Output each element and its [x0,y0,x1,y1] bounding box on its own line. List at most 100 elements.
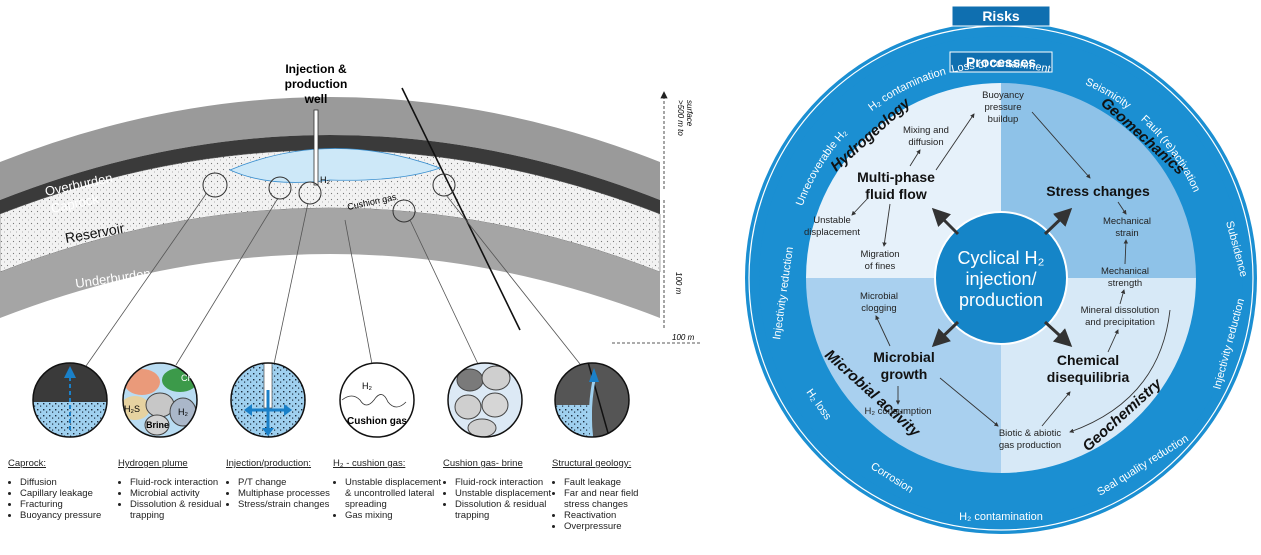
center-line1: Cyclical H₂ [958,248,1045,268]
arrow-chemical-mineral [1107,329,1119,353]
node-buoyancy-line1: Buoyancy [982,90,1024,101]
list-item: Unstable displacement & uncontrolled lat… [345,477,443,510]
processes-tab [949,51,1053,73]
scale-top-line2: surface [685,100,694,127]
risk-h2-contamination-bottom: H₂ contamination [959,511,1043,523]
column-heading: Cushion gas- brine [443,458,523,469]
node-mineral-line2: and precipitation [1085,317,1155,328]
arrow-to-stress [1043,207,1073,236]
node-h2-consumption: H₂ consumption [864,406,931,417]
cushion-brine-column: Cushion gas- brine Fluid-rock interactio… [443,458,553,521]
node-unstable-line1: Unstable [813,215,851,226]
list-item: Fluid-rock interaction [455,477,553,488]
underburden-layer [0,208,660,318]
arrow-buoyancy-stress [1031,111,1091,179]
arrow-biotic-chemical [1041,391,1071,427]
node-microbial-line1: Microbial [873,349,934,365]
scale-bar [612,91,700,344]
node-clogging-line1: Microbial [860,291,898,302]
node-chemical-line2: disequilibria [1047,369,1130,385]
node-biotic-line1: Biotic & abiotic [999,428,1062,439]
cushion-brine-detail-circle [447,362,523,438]
cushion-gas-circle-label: Cushion gas [347,416,407,427]
node-mech-strain-line2: strain [1115,228,1138,239]
fault-line [401,87,521,331]
node-buoyancy-line2: pressure [985,102,1022,113]
ch4-label: CH₄ [181,373,198,383]
connector-lines [85,193,581,367]
highlight-circles [202,172,456,223]
list-item: Diffusion [20,477,118,488]
arrow-multiphase-buoyancy [935,113,975,171]
column-heading: Injection/production: [226,458,312,469]
caprock-layer [0,135,660,214]
injection-well [313,109,319,186]
node-unstable-line2: displacement [804,227,860,238]
list-item: Multiphase processes [238,488,336,499]
node-clogging-line2: clogging [861,303,896,314]
overburden-layer [0,97,660,200]
list-item: Dissolution & residual trapping [455,499,553,521]
risks-processes-wheel: Risks Processes Unrecoverable H₂ H₂ cont… [745,5,1257,534]
center-line3: production [959,290,1043,310]
node-chemical-line1: Chemical [1057,352,1119,368]
list-item: Reactivation [564,510,662,521]
node-migration-line2: of fines [865,261,896,272]
risks-tab [951,5,1051,27]
list-item: Buoyancy pressure [20,510,118,521]
column-heading: Structural geology: [552,458,632,469]
column-heading: Caprock: [8,458,47,469]
scale-bottom-label: 100 m [672,333,695,342]
node-mech-strain-line1: Mechanical [1103,216,1151,227]
risks-title: Risks [982,8,1020,24]
injection-column: Injection/production: P/T change Multiph… [226,458,336,510]
cushion-gas-column: H₂ - cushion gas: Unstable displacement … [333,458,443,521]
node-multiphase-line2: fluid flow [865,186,927,202]
list-item: Fluid-rock interaction [130,477,228,488]
node-mech-strength-line1: Mechanical [1101,266,1149,277]
arrow-stress-strain [1117,201,1127,215]
list-item: Capillary leakage [20,488,118,499]
well-label-line3: well [304,92,328,106]
node-biotic-line2: gas production [999,440,1061,451]
list-item: P/T change [238,477,336,488]
list-item: Microbial activity [130,488,228,499]
hydrogen-plume-column: Hydrogen plume Fluid-rock interaction Mi… [118,458,228,521]
list-item: Stress/strain changes [238,499,336,510]
node-mixing-line2: diffusion [908,137,943,148]
center-circle [934,211,1068,345]
structural-column: Structural geology: Fault leakage Far an… [552,458,662,532]
column-heading: Hydrogen plume [118,458,188,469]
node-mixing-line1: Mixing and [903,125,949,136]
arrow-mineral-strength [1119,289,1126,305]
arrow-multiphase-unstable [851,197,869,216]
injection-detail-circle [230,362,306,438]
cushion-gas-detail-circle [339,362,415,438]
processes-title: Processes [966,54,1036,70]
scale-top-line1: >500 m to [676,100,685,136]
caprock-column: Caprock: Diffusion Capillary leakage Fra… [8,458,118,521]
h2s-label: H₂S [124,404,140,414]
arrow-to-microbial [931,320,960,348]
h2-plume-circle-label: H₂ [178,407,188,417]
list-item: Far and near field stress changes [564,488,662,510]
scale-mid-label: 100 m [674,272,683,295]
list-item: Unstable displacement [455,488,553,499]
center-line2: injection/ [965,269,1036,289]
node-buoyancy-line3: buildup [988,114,1019,125]
well-label-line2: production [285,77,348,91]
node-mineral-line1: Mineral dissolution [1081,305,1160,316]
brine-label: Brine [146,420,169,430]
list-item: Fracturing [20,499,118,510]
arrow-to-multiphase [931,207,960,236]
well-label-line1: Injection & [285,62,347,76]
node-microbial-line2: growth [881,366,928,382]
node-migration-line1: Migration [860,249,899,260]
node-stress: Stress changes [1046,183,1150,199]
list-item: Dissolution & residual trapping [130,499,228,521]
list-item: Gas mixing [345,510,443,521]
hydrogen-plume-detail-circle [122,362,198,438]
h2-cushion-circle-label: H₂ [362,381,372,391]
reservoir-cross-section: Overburden Caprock Reservoir Underburden… [0,62,700,438]
caprock-detail-circle [32,362,108,438]
